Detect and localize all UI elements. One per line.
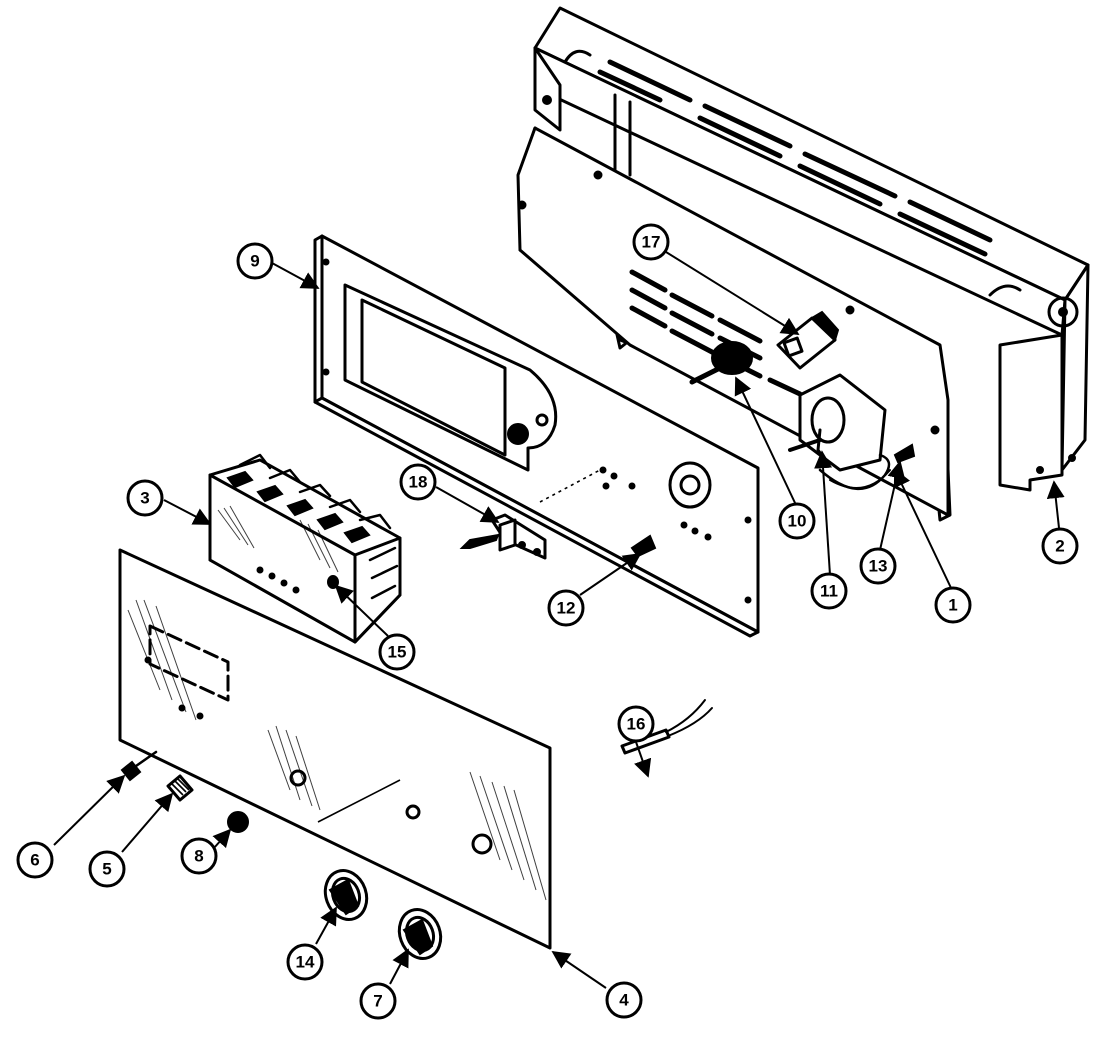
callout-9: 9 (236, 242, 274, 280)
callout-3: 3 (126, 479, 164, 517)
bracket-clip (459, 513, 547, 560)
module-connectors (226, 453, 399, 600)
svg-text:1: 1 (948, 596, 957, 615)
sensor-16 (620, 699, 713, 755)
callout-1: 1 (934, 586, 972, 624)
callout-17: 17 (632, 223, 670, 261)
svg-text:11: 11 (820, 582, 838, 601)
svg-text:3: 3 (140, 489, 149, 508)
rear-housing (533, 6, 1090, 492)
svg-text:16: 16 (627, 715, 646, 734)
callout-11: 11 (810, 572, 848, 610)
callout-15: 15 (378, 633, 416, 671)
callout-2: 2 (1041, 527, 1079, 565)
svg-text:9: 9 (250, 252, 259, 271)
callout-8: 8 (180, 837, 218, 875)
svg-text:13: 13 (869, 557, 888, 576)
knob-insert-8 (227, 811, 249, 833)
svg-text:17: 17 (642, 233, 661, 252)
svg-text:14: 14 (296, 953, 315, 972)
callout-6: 6 (16, 841, 54, 879)
callout-7: 7 (359, 982, 397, 1020)
glass-glare-hatch (127, 599, 547, 901)
svg-text:4: 4 (619, 991, 629, 1010)
relay-bracket (776, 310, 840, 370)
callout-4: 4 (605, 981, 643, 1019)
callout-16: 16 (617, 705, 655, 743)
svg-text:12: 12 (557, 599, 576, 618)
svg-text:8: 8 (194, 847, 203, 866)
spring-5 (166, 774, 194, 802)
screw-6 (120, 750, 158, 782)
knob-14 (323, 869, 369, 921)
svg-text:10: 10 (788, 512, 807, 531)
leader-lines (53, 251, 1065, 989)
screw-13 (893, 443, 916, 464)
callout-10: 10 (778, 502, 816, 540)
front-glass-panel (118, 548, 552, 950)
callout-13: 13 (859, 547, 897, 585)
svg-text:6: 6 (30, 851, 39, 870)
thermostat-body (689, 341, 891, 490)
knob-7 (397, 908, 443, 960)
callout-14: 14 (286, 943, 324, 981)
svg-text:7: 7 (373, 992, 382, 1011)
svg-text:2: 2 (1055, 537, 1064, 556)
callout-5: 5 (88, 850, 126, 888)
module-glare-hatch (217, 505, 339, 573)
callout-12: 12 (547, 589, 585, 627)
svg-text:18: 18 (409, 473, 428, 492)
callout-18: 18 (399, 463, 437, 501)
control-panel-frame (313, 234, 760, 638)
svg-text:15: 15 (388, 643, 407, 662)
svg-text:5: 5 (102, 860, 111, 879)
clock-module (208, 453, 402, 644)
